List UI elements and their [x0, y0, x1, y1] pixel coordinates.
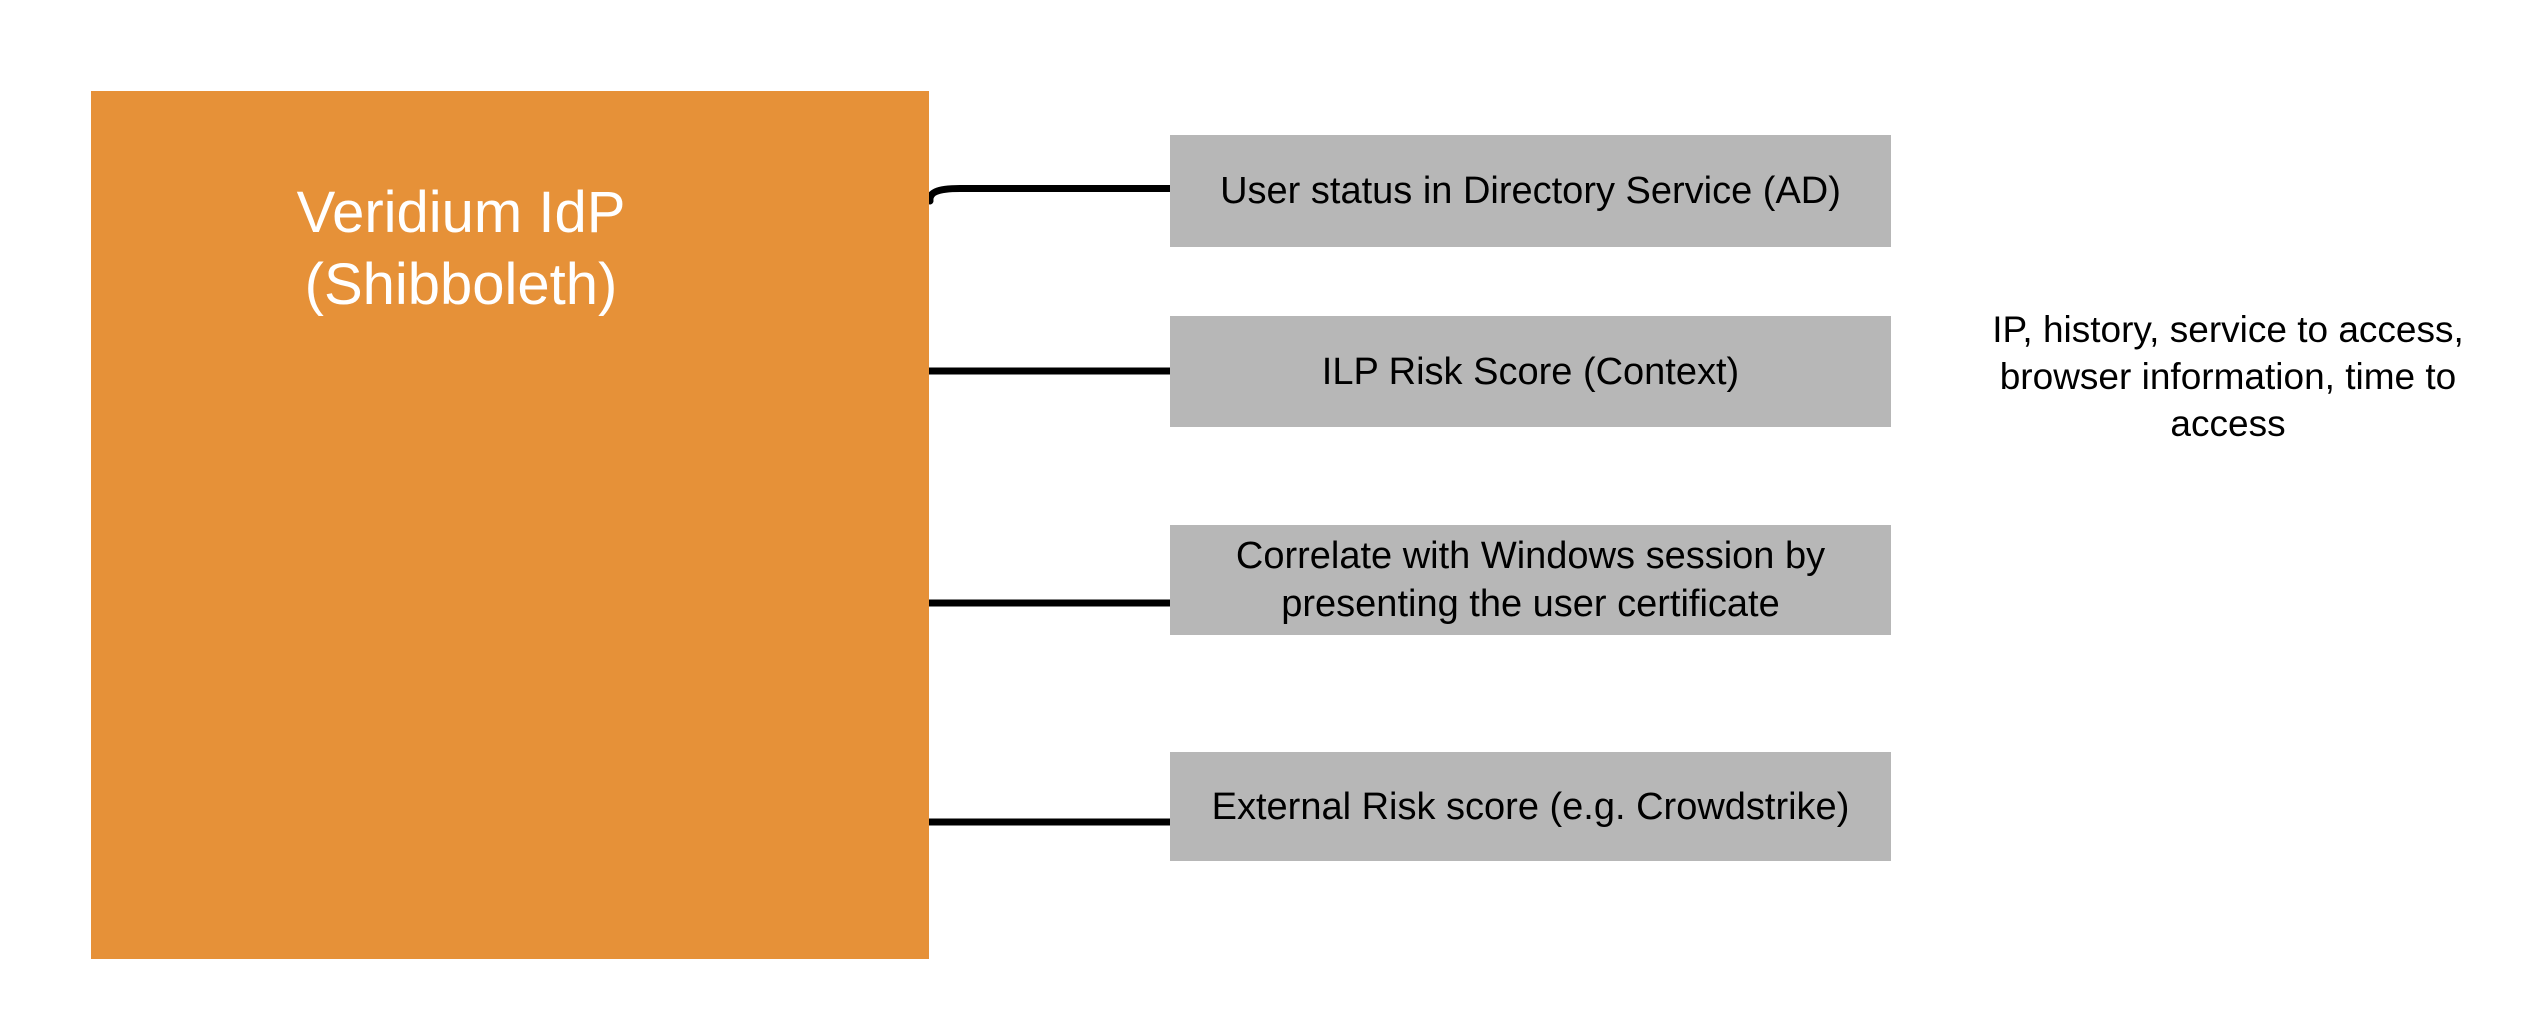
factor-box-user-status-label: User status in Directory Service (AD) — [1220, 170, 1841, 212]
factor-box-ilp-risk-score: ILP Risk Score (Context) — [1170, 316, 1891, 427]
connector-line-user-status — [926, 185, 1174, 205]
factor-box-correlate-session-label: Correlate with Windows session by presen… — [1235, 535, 1826, 625]
context-annotation-line-2: browser information, time to — [1999, 356, 2457, 397]
context-annotation-line-1: IP, history, service to access, — [1992, 309, 2464, 350]
veridium-idp-box: Veridium IdP (Shibboleth) — [91, 91, 929, 959]
context-annotation-line-3: access — [2170, 403, 2286, 444]
veridium-idp-label: Veridium IdP (Shibboleth) — [296, 180, 626, 317]
factor-box-ilp-risk-score-label: ILP Risk Score (Context) — [1321, 350, 1740, 393]
factor-box-external-risk-score-label: External Risk score (e.g. Crowdstrike) — [1211, 785, 1850, 828]
factor-box-user-status: User status in Directory Service (AD) — [1170, 135, 1891, 247]
factor-box-external-risk-score: External Risk score (e.g. Crowdstrike) — [1170, 752, 1891, 861]
context-annotation: IP, history, service to access, browser … — [1957, 306, 2499, 447]
factor-box-correlate-session: Correlate with Windows session by presen… — [1170, 525, 1891, 635]
